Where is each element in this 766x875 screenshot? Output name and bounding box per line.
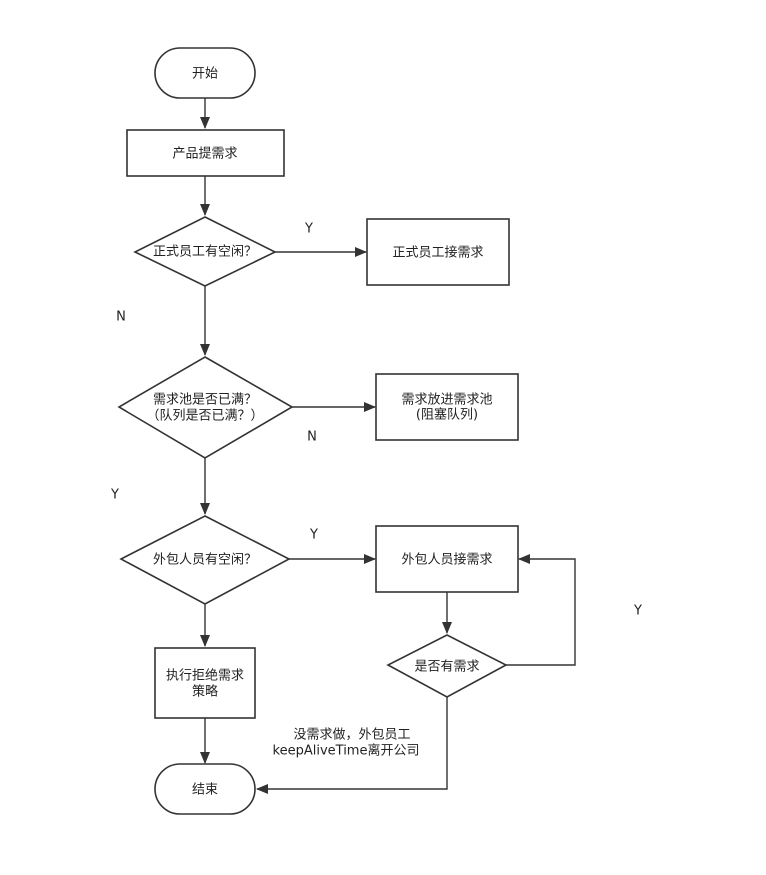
decision-fulltime-idle-label: 正式员工有空闲？ (153, 245, 257, 260)
node-reject-policy-label-line2: 策略 (192, 684, 218, 700)
edge-label-fulltime-yes: Y (304, 222, 313, 237)
node-put-pool-label-line1: 需求放进需求池 (401, 393, 492, 408)
node-fulltime-take: 正式员工接需求 (366, 218, 510, 286)
node-start-label: 开始 (192, 67, 218, 82)
edge-no-request-to-end (256, 697, 448, 794)
node-fulltime-take-label: 正式员工接需求 (392, 245, 483, 261)
node-reject-policy: 执行拒绝需求 策略 (154, 647, 256, 719)
edge-loop-yes (506, 554, 576, 666)
decision-pool-full: 需求池是否已满？ （队列是否已满？） (117, 356, 294, 459)
node-product-request-label: 产品提需求 (172, 146, 237, 162)
edges (200, 98, 576, 794)
edge-labels: Y N N Y Y Y 没需求做，外包员工 keepAliveTime离开公司 (110, 222, 642, 759)
edge-label-idle-note-line1: 没需求做，外包员工 (293, 728, 410, 743)
decision-has-request: 是否有需求 (386, 634, 508, 698)
node-reject-policy-label-line1: 执行拒绝需求 (166, 668, 244, 684)
node-outsource-take-label: 外包人员接需求 (401, 552, 492, 568)
edge-label-outsource-yes: Y (309, 528, 318, 543)
decision-has-request-label: 是否有需求 (414, 660, 479, 675)
decision-pool-full-label-line1: 需求池是否已满？ (153, 393, 257, 408)
edge-label-pool-no: N (307, 430, 317, 445)
edge-label-pool-yes: Y (110, 488, 119, 503)
node-product-request: 产品提需求 (126, 129, 285, 177)
node-outsource-take: 外包人员接需求 (375, 525, 519, 593)
decision-outsource-idle-label: 外包人员有空闲？ (153, 553, 257, 568)
edge-label-idle-note-line2: keepAliveTime离开公司 (273, 743, 420, 759)
edge-label-fulltime-no: N (116, 310, 126, 325)
node-end: 结束 (154, 763, 256, 815)
node-start: 开始 (154, 47, 256, 99)
node-put-pool-label-line2: (阻塞队列) (416, 407, 478, 423)
decision-fulltime-idle: 正式员工有空闲？ (133, 216, 277, 287)
node-put-pool: 需求放进需求池 (阻塞队列) (375, 373, 519, 441)
edge-label-loop-yes: Y (633, 604, 642, 619)
decision-outsource-idle: 外包人员有空闲？ (119, 515, 291, 605)
decision-pool-full-label-line2: （队列是否已满？） (146, 409, 263, 424)
node-end-label: 结束 (192, 783, 218, 798)
